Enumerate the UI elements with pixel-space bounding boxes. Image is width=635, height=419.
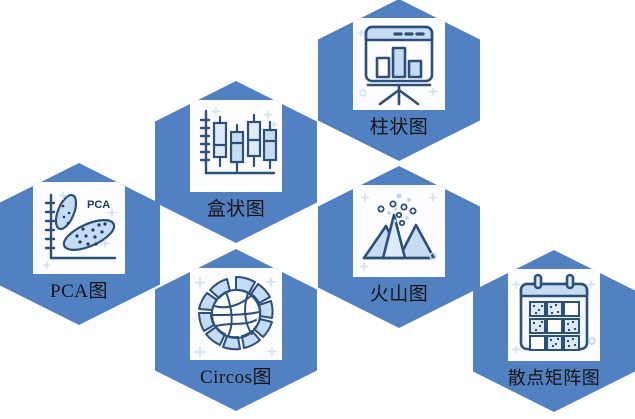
pca-scatter-ellipses-icon: PCA	[43, 191, 117, 269]
hex-cell-pca[interactable]: PCA PCA图	[0, 163, 160, 325]
hex-cell-volcano[interactable]: 火山图	[318, 166, 480, 328]
hex-cell-circos[interactable]: Circos图	[155, 249, 317, 411]
hex-label-scatter-matrix: 散点矩阵图	[507, 368, 601, 388]
box-plot-icon	[199, 107, 278, 175]
circos-icon-card	[190, 268, 282, 360]
volcano-icon-card	[353, 185, 445, 277]
hex-label-volcano: 火山图	[369, 284, 429, 305]
boxplot-icon-card	[190, 100, 282, 192]
hex-label-circos: Circos图	[199, 367, 273, 388]
pca-inline-label: PCA	[87, 199, 110, 211]
circos-ring-icon	[194, 275, 277, 357]
hex-label-pca: PCA图	[50, 281, 108, 302]
hex-cell-scatter-matrix[interactable]: 散点矩阵图	[473, 250, 635, 412]
scatter-matrix-icon-card	[508, 269, 600, 361]
hex-cell-barchart[interactable]: 柱状图	[318, 0, 480, 161]
hex-label-boxplot: 盒状图	[206, 199, 266, 220]
hex-label-barchart: 柱状图	[369, 117, 429, 138]
pca-icon-card: PCA	[33, 182, 125, 274]
presentation-bar-chart-icon	[357, 25, 438, 106]
barchart-icon-card	[353, 18, 445, 110]
hex-cell-boxplot[interactable]: 盒状图	[155, 81, 317, 243]
scatter-matrix-grid-icon	[511, 273, 596, 354]
volcano-mountains-icon	[359, 193, 438, 271]
